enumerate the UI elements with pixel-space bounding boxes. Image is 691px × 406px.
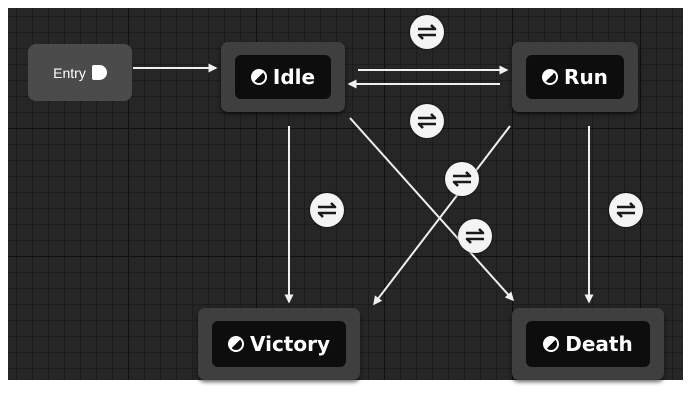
state-node-victory[interactable]: Victory bbox=[198, 308, 360, 380]
wire-idle-to-death[interactable] bbox=[349, 117, 515, 302]
state-label-idle: Idle bbox=[272, 65, 316, 89]
state-label-run: Run bbox=[564, 65, 608, 89]
transition-rule-icon[interactable] bbox=[458, 219, 492, 253]
transition-rule-icon[interactable] bbox=[445, 162, 479, 196]
entry-label: Entry bbox=[53, 64, 86, 81]
transition-rule-icon[interactable] bbox=[410, 104, 444, 138]
transition-rule-icon[interactable] bbox=[410, 15, 444, 49]
state-node-idle[interactable]: Idle bbox=[221, 42, 345, 112]
state-body-victory[interactable]: Victory bbox=[212, 321, 346, 367]
transition-rule-icon[interactable] bbox=[310, 193, 344, 227]
transition-rule-icon[interactable] bbox=[609, 193, 643, 227]
state-label-victory: Victory bbox=[249, 332, 331, 356]
state-label-death: Death bbox=[565, 332, 633, 356]
state-body-idle[interactable]: Idle bbox=[235, 55, 331, 99]
wire-run-to-victory[interactable] bbox=[373, 125, 511, 306]
state-icon bbox=[543, 336, 560, 352]
state-node-death[interactable]: Death bbox=[512, 308, 664, 380]
state-icon bbox=[250, 69, 267, 85]
state-icon bbox=[542, 69, 559, 85]
state-body-death[interactable]: Death bbox=[526, 321, 650, 367]
state-body-run[interactable]: Run bbox=[526, 55, 624, 99]
entry-node[interactable]: Entry bbox=[28, 44, 132, 101]
state-node-run[interactable]: Run bbox=[512, 42, 638, 112]
entry-pin-icon[interactable] bbox=[91, 65, 107, 80]
state-icon bbox=[227, 336, 244, 352]
